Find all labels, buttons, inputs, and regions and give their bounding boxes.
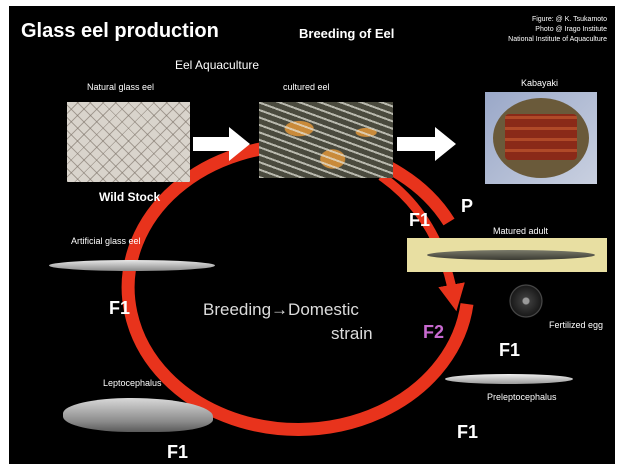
aquaculture-label: Eel Aquaculture	[175, 58, 259, 72]
natural-glass-eel-label: Natural glass eel	[87, 82, 154, 92]
cultured-eel-photo	[259, 102, 393, 178]
kabayaki-label: Kabayaki	[521, 78, 558, 88]
kabayaki-eel-fillets	[505, 114, 577, 160]
gen-label-p: P	[461, 196, 473, 217]
center-text-line-1: Breeding→Domestic	[203, 300, 359, 320]
gen-label-f1-egg: F1	[499, 340, 520, 361]
center-text-line-2: strain	[331, 324, 373, 344]
credit-line-3: National Institute of Aquaculture	[508, 36, 607, 43]
leptocephalus-photo	[63, 398, 213, 432]
fertilized-egg-label: Fertilized egg	[549, 320, 603, 330]
cycle-arrow	[128, 145, 467, 429]
gen-label-f1-lepto: F1	[167, 442, 188, 463]
gen-label-f1-prelepto: F1	[457, 422, 478, 443]
artificial-glass-eel-photo	[49, 260, 215, 271]
preleptocephalus-label: Preleptocephalus	[487, 392, 557, 402]
credit-line-1: Figure: @ K. Tsukamoto	[532, 16, 607, 23]
flow-arrow-2	[397, 127, 456, 161]
matured-adult-label: Matured adult	[493, 226, 548, 236]
gen-label-f1-artificial: F1	[109, 298, 130, 319]
leptocephalus-label: Leptocephalus	[103, 378, 162, 388]
fertilized-egg-photo	[509, 284, 543, 318]
cultured-eel-label: cultured eel	[283, 82, 330, 92]
matured-adult-eel	[427, 250, 595, 260]
slide: Glass eel production Breeding of Eel Fig…	[9, 6, 615, 464]
slide-subtitle: Breeding of Eel	[299, 26, 394, 41]
credit-line-2: Photo @ Irago Institute	[535, 26, 607, 33]
gen-label-f1-adult: F1	[409, 210, 430, 231]
preleptocephalus-photo	[445, 374, 573, 384]
natural-glass-eel-photo	[67, 102, 190, 182]
slide-title: Glass eel production	[21, 20, 219, 43]
gen-label-f2: F2	[423, 322, 444, 343]
wild-stock-label: Wild Stock	[99, 190, 160, 204]
kabayaki-photo	[485, 92, 597, 184]
matured-adult-photo	[407, 238, 607, 272]
artificial-glass-eel-label: Artificial glass eel	[71, 236, 141, 246]
